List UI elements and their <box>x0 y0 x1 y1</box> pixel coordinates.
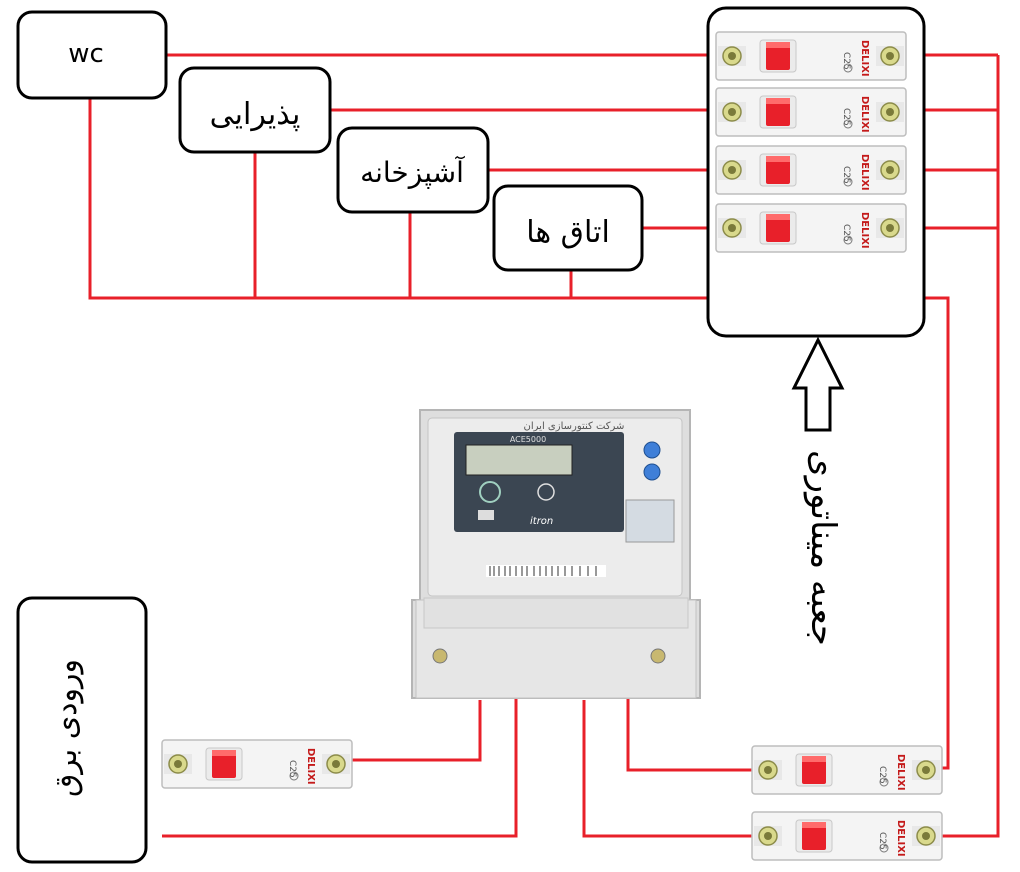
wire-meter-to-input <box>162 693 518 838</box>
box-breaker-3 <box>715 145 907 195</box>
meter-display <box>465 444 573 476</box>
box-breaker-4 <box>715 203 907 253</box>
label-kitchen: آشپزخانه <box>360 156 465 189</box>
up-arrow-icon <box>791 336 845 432</box>
room-box-kitchen: آشپزخانه <box>336 126 490 214</box>
box-breaker-1 <box>715 31 907 81</box>
label-reception: پذیرایی <box>210 97 301 132</box>
meter-screw-left <box>432 648 448 664</box>
wire-neutral-bus <box>88 98 950 770</box>
meter-screw-right <box>650 648 666 664</box>
meter-button-2 <box>643 463 661 481</box>
meter-button-1 <box>643 441 661 459</box>
room-box-reception: پذیرایی <box>178 66 332 154</box>
wire-meter-to-out-breaker-1 <box>626 697 752 772</box>
output-breaker-2 <box>751 811 943 861</box>
room-box-rooms: اتاق ها <box>492 184 644 272</box>
meter-brand-text: itron <box>530 516 553 527</box>
meter-model-text: ACE5000 <box>510 435 546 444</box>
box-breaker-2 <box>715 87 907 137</box>
wire-meter-to-in-breaker <box>352 700 482 762</box>
wire-meter-to-out-breaker-2 <box>582 700 752 838</box>
label-mcb-box: جعبه میناتوری <box>803 450 843 646</box>
input-breaker <box>161 739 353 789</box>
label-wc: wc <box>68 39 104 69</box>
mcb-box <box>706 6 926 338</box>
power-input-box: ورودی برق <box>16 596 148 864</box>
meter-company-text: شرکت کنتورسازی ایران <box>524 421 625 432</box>
room-box-wc: wc <box>16 10 168 100</box>
output-breaker-1 <box>751 745 943 795</box>
electricity-meter: شرکت کنتورسازی ایران ACE5000 itron <box>411 409 701 699</box>
wire-phase-bus <box>940 55 1000 838</box>
label-rooms: اتاق ها <box>526 215 610 250</box>
label-power-input: ورودی برق <box>49 659 84 797</box>
